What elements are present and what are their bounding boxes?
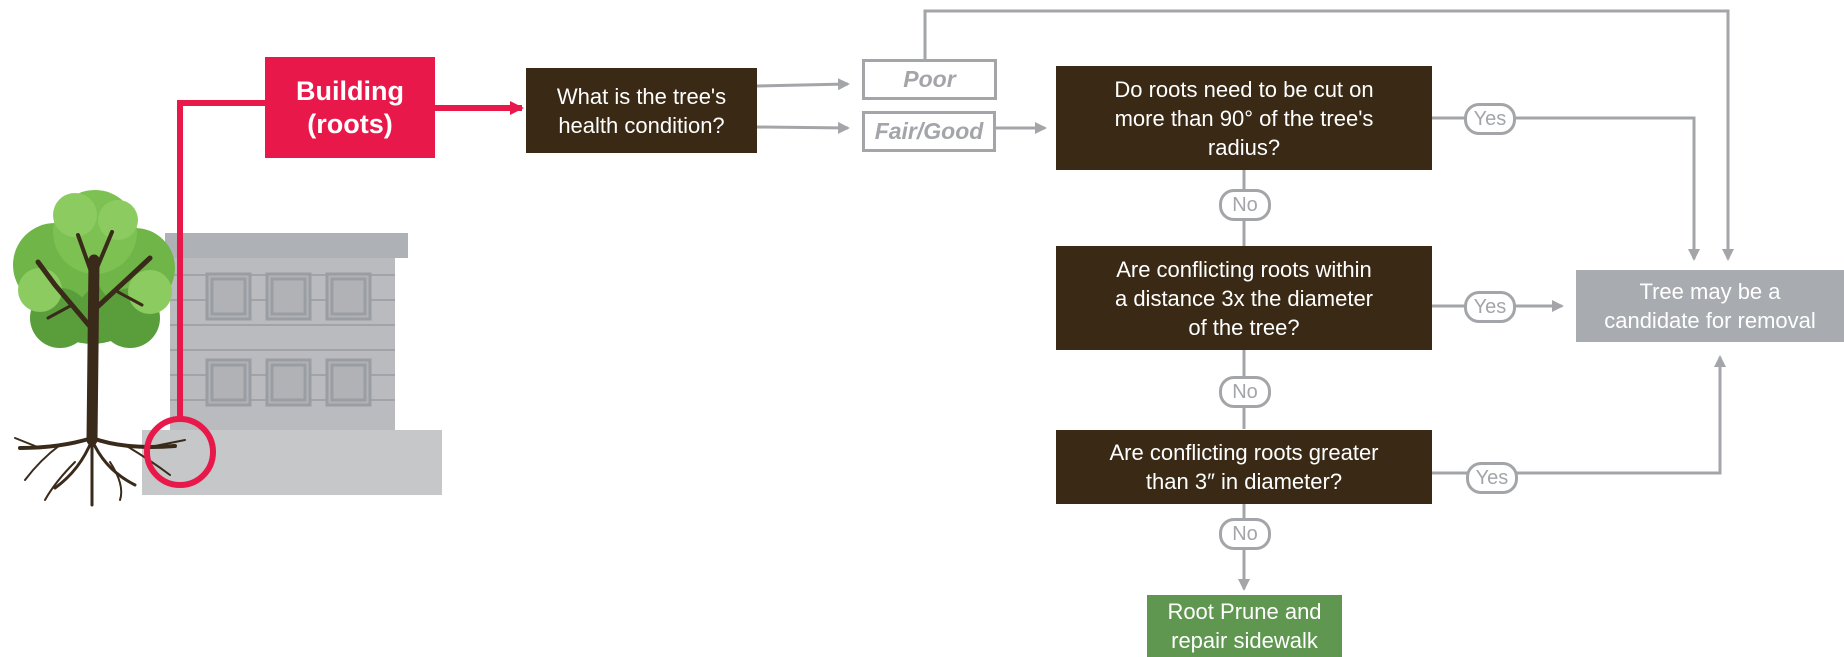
roots-distance-label: Are conflicting roots within a distance … bbox=[1114, 256, 1374, 340]
qdist-no-pill: No bbox=[1219, 376, 1271, 408]
option-fair-good-label: Fair/Good bbox=[874, 118, 984, 144]
roots-diameter-label: Are conflicting roots greater than 3″ in… bbox=[1109, 440, 1379, 494]
qdiam-no-pill: No bbox=[1219, 518, 1271, 550]
arrow-qdiam-yes-to-removal bbox=[1432, 355, 1726, 475]
tree-trunk bbox=[35, 230, 153, 446]
tree-roots bbox=[14, 436, 186, 507]
root-prune-outcome: Root Prune and repair sidewalk bbox=[1147, 595, 1342, 657]
building-illustration bbox=[142, 233, 442, 495]
q90-no-pill: No bbox=[1219, 189, 1271, 221]
arrow-health-to-fair bbox=[756, 121, 850, 134]
roots-distance-question: Are conflicting roots within a distance … bbox=[1056, 246, 1432, 350]
option-poor-label: Poor bbox=[903, 66, 956, 92]
roots-cut-90-label: Do roots need to be cut on more than 90°… bbox=[1114, 76, 1374, 160]
qdist-yes-pill: Yes bbox=[1464, 291, 1516, 323]
removal-candidate-label: Tree may be a candidate for removal bbox=[1604, 279, 1816, 333]
connector-roots-to-building bbox=[177, 100, 266, 419]
option-poor: Poor bbox=[862, 59, 997, 100]
qdiam-yes-pill: Yes bbox=[1466, 462, 1518, 494]
building-windows bbox=[205, 272, 372, 407]
building-roots-start: Building (roots) bbox=[265, 57, 435, 158]
arrow-health-to-poor bbox=[756, 78, 850, 91]
health-condition-label: What is the tree's health condition? bbox=[556, 83, 727, 138]
q90-yes-pill: Yes bbox=[1464, 103, 1516, 135]
building-roots-label: Building (roots) bbox=[296, 75, 404, 139]
health-condition-question: What is the tree's health condition? bbox=[526, 68, 757, 153]
arrow-q90-yes-to-removal bbox=[1432, 116, 1700, 261]
removal-candidate-outcome: Tree may be a candidate for removal bbox=[1576, 270, 1844, 342]
root-prune-label: Root Prune and repair sidewalk bbox=[1167, 599, 1322, 653]
building-roof bbox=[165, 233, 408, 258]
roots-cut-90-question: Do roots need to be cut on more than 90°… bbox=[1056, 66, 1432, 170]
arrow-poor-to-removal bbox=[923, 9, 1734, 261]
roots-diameter-question: Are conflicting roots greater than 3″ in… bbox=[1056, 430, 1432, 504]
option-fair-good: Fair/Good bbox=[862, 111, 996, 152]
tree-illustration bbox=[13, 190, 186, 507]
